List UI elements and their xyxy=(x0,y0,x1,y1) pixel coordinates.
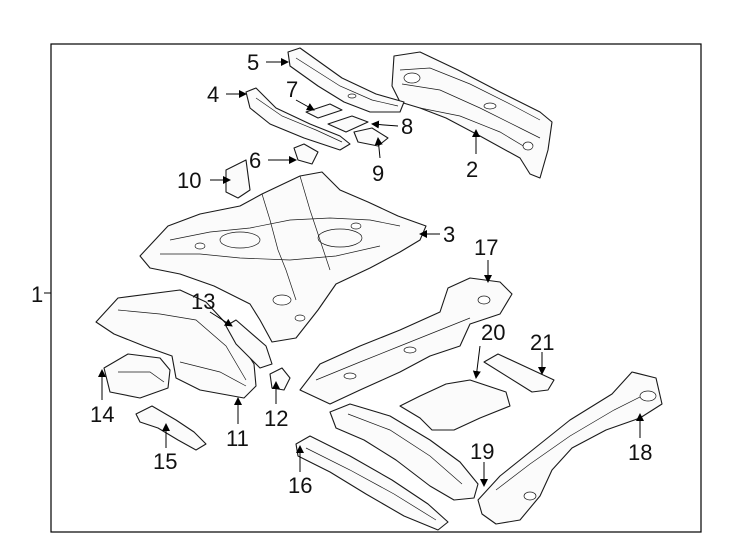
callout-16: 16 xyxy=(288,473,312,498)
callout-15: 15 xyxy=(153,449,177,474)
callout-5: 5 xyxy=(247,50,259,75)
callout-2: 2 xyxy=(466,157,478,182)
part-9-bracket xyxy=(353,127,389,147)
callout-20: 20 xyxy=(481,320,505,345)
callout-10: 10 xyxy=(177,168,201,193)
part-7-bracket xyxy=(305,103,343,119)
part-2-rear-panel xyxy=(391,51,553,179)
callout-1: 1 xyxy=(31,282,43,307)
callout-11: 11 xyxy=(226,426,249,451)
part-3-floor-pan xyxy=(139,171,427,343)
part-16-side-member xyxy=(295,435,449,531)
leader-lines xyxy=(44,58,644,487)
diagram-frame xyxy=(50,43,702,533)
callout-3: 3 xyxy=(443,222,455,247)
callout-8: 8 xyxy=(401,114,413,139)
callout-19: 19 xyxy=(470,439,494,464)
callout-labels: 1 2 3 4 5 6 7 8 9 10 11 12 13 14 15 16 1… xyxy=(31,50,652,498)
part-19-side-member xyxy=(329,403,479,501)
callout-12: 12 xyxy=(264,406,288,431)
callout-21: 21 xyxy=(530,330,554,355)
callout-7: 7 xyxy=(286,77,298,102)
part-6-bracket xyxy=(293,143,319,165)
callout-9: 9 xyxy=(372,161,384,186)
part-21-bracket xyxy=(483,353,555,393)
part-15-bracket xyxy=(135,405,207,451)
part-5-crossmember xyxy=(287,47,405,113)
part-11-floor-side-member xyxy=(95,289,257,399)
part-8-bracket xyxy=(327,115,369,133)
callout-17: 17 xyxy=(474,235,498,260)
part-12-bracket xyxy=(269,367,291,391)
callout-18: 18 xyxy=(628,440,652,465)
part-10-bracket xyxy=(225,159,251,199)
part-4-crossmember xyxy=(245,87,351,151)
part-17-rear-crossmember xyxy=(299,277,513,405)
part-20-bracket xyxy=(399,379,511,431)
part-13-reinforcement xyxy=(225,319,273,369)
callout-13: 13 xyxy=(191,289,215,314)
callout-14: 14 xyxy=(90,402,114,427)
callout-6: 6 xyxy=(249,148,261,173)
part-14-extension xyxy=(103,353,171,399)
callout-4: 4 xyxy=(207,82,219,107)
